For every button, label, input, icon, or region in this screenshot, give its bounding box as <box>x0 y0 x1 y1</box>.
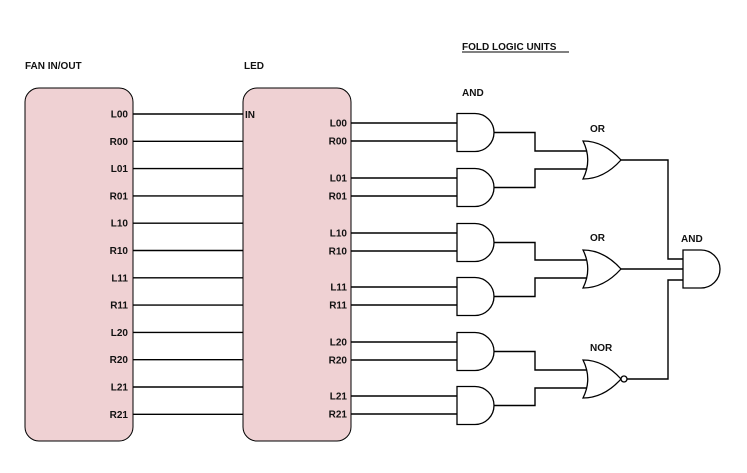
fan-label-r20: R20 <box>110 355 129 366</box>
or-gate-1 <box>581 140 622 180</box>
wire-stage1-to-stage2 <box>494 277 588 298</box>
and-column-title: AND <box>462 88 484 99</box>
fan-label-r10: R10 <box>110 246 129 257</box>
nor-gate-3 <box>581 359 622 399</box>
fan-label-r11: R11 <box>110 301 128 312</box>
led-label-l11: L11 <box>330 283 347 294</box>
led-label-r21: R21 <box>329 410 348 421</box>
wire-stage1-to-stage2 <box>494 131 588 152</box>
wire-to-final <box>621 159 683 260</box>
wire-stage1-to-stage2 <box>494 387 588 407</box>
final-and-gate: AND <box>621 159 721 380</box>
and-gates <box>456 112 495 426</box>
fan-label-l11: L11 <box>111 273 128 284</box>
led-block <box>242 87 352 442</box>
wire-stage1-to-stage2 <box>494 350 588 371</box>
and-gate-6 <box>456 385 495 426</box>
led-label-l21: L21 <box>330 392 348 403</box>
fan-label-l20: L20 <box>111 328 129 339</box>
and-gate-5 <box>456 331 495 372</box>
led-label-l00: L00 <box>330 119 348 130</box>
and-gate-4 <box>456 276 495 317</box>
and-gate-3 <box>456 222 495 263</box>
led-label-l01: L01 <box>330 174 348 185</box>
wire-stage1-to-stage2 <box>494 241 588 261</box>
led-label-l20: L20 <box>330 338 348 349</box>
fan-label-r00: R00 <box>110 137 129 148</box>
nor-bubble <box>620 375 628 383</box>
second-stage-gates: OR OR NOR <box>494 124 628 407</box>
fan-title: FAN IN/OUT <box>25 61 82 72</box>
led-label-l10: L10 <box>330 229 348 240</box>
stage2-label-2: OR <box>590 233 606 244</box>
led-label-r10: R10 <box>329 247 348 258</box>
or-gate-2 <box>581 249 622 289</box>
led-title: LED <box>244 61 264 72</box>
wire-stage1-to-stage2 <box>494 168 588 189</box>
led-label-r20: R20 <box>329 356 348 367</box>
and-gate-2 <box>456 167 495 208</box>
fan-block <box>24 87 134 442</box>
stage2-label-3: NOR <box>590 343 613 354</box>
led-label-r01: R01 <box>329 192 348 203</box>
stage2-label-1: OR <box>590 124 606 135</box>
fan-label-l01: L01 <box>111 164 129 175</box>
fan-label-l10: L10 <box>111 219 129 230</box>
fan-label-r01: R01 <box>110 191 129 202</box>
fan-label-l00: L00 <box>111 110 129 121</box>
and-gate-1 <box>456 112 495 153</box>
led-in-label: IN <box>245 110 255 121</box>
final-and-gate-body <box>682 249 721 289</box>
final-gate-label: AND <box>681 234 703 245</box>
fold-title: FOLD LOGIC UNITS <box>462 42 557 53</box>
led-label-r00: R00 <box>329 137 348 148</box>
fan-label-r21: R21 <box>110 410 129 421</box>
wire-to-final <box>627 279 683 380</box>
led-label-r11: R11 <box>329 301 347 312</box>
fan-label-l21: L21 <box>111 383 129 394</box>
